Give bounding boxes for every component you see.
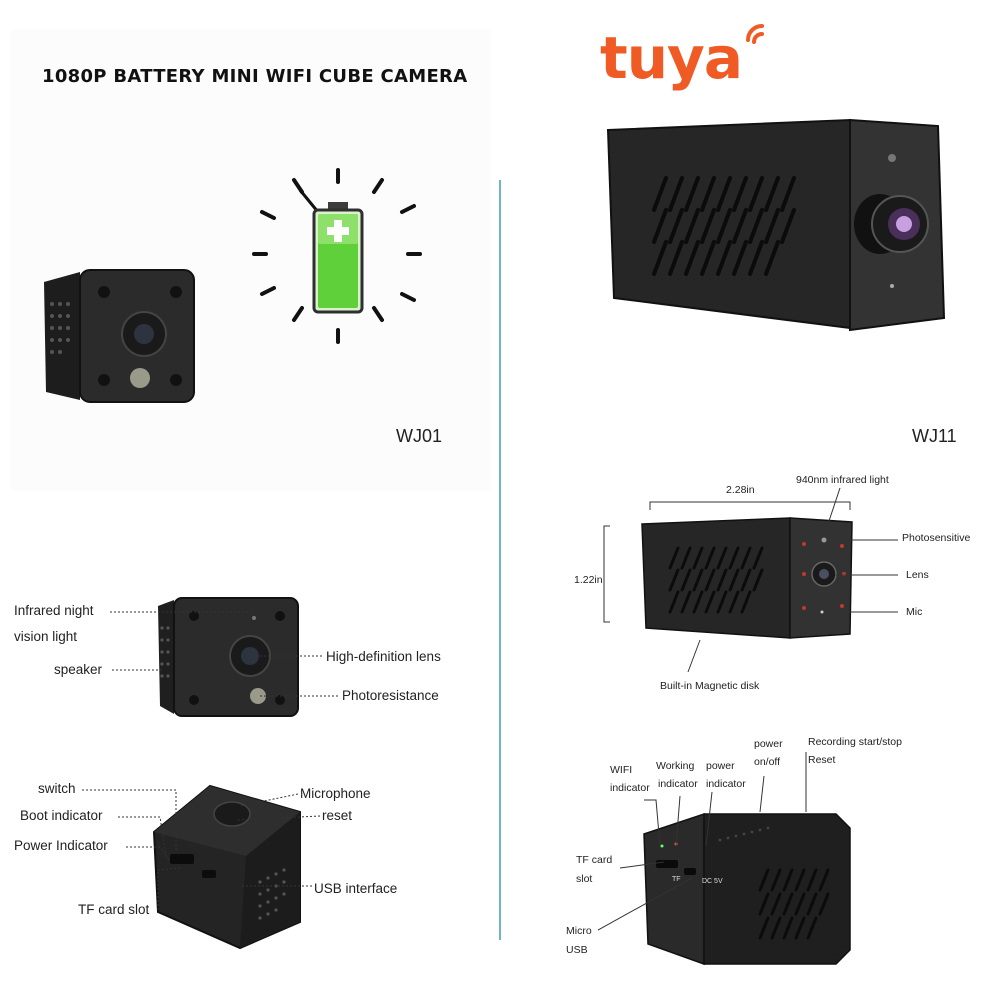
label-width-dimension: 2.28in <box>726 484 755 496</box>
left-panel-background <box>10 30 490 490</box>
label-boot-indicator: Boot indicator <box>20 808 103 823</box>
label-microphone: Microphone <box>300 786 371 801</box>
label-infrared-light: 940nm infrared light <box>796 474 889 486</box>
label-tf-line1: TF card <box>576 854 613 866</box>
label-power-indicator: Power Indicator <box>14 838 108 853</box>
label-tf-card-slot: TF card slot <box>78 902 150 917</box>
label-infrared-line2: vision light <box>14 629 78 644</box>
wj11-camera-image <box>606 118 946 332</box>
wj11-dimension-diagram <box>641 517 853 639</box>
label-speaker: speaker <box>54 662 103 677</box>
model-label-wj01: WJ01 <box>396 426 443 446</box>
label-magnetic-disk: Built-in Magnetic disk <box>660 680 760 692</box>
label-photoresistance: Photoresistance <box>342 688 439 703</box>
label-power-onoff-line1: power <box>754 738 783 750</box>
wj01-camera-image <box>44 269 195 403</box>
wj01-front-diagram <box>158 597 299 717</box>
label-photosensitive: Photosensitive <box>902 532 971 544</box>
label-infrared-line1: Infrared night <box>14 603 94 618</box>
wj11-ports-diagram <box>643 812 851 966</box>
label-recording: Recording start/stop <box>808 736 902 748</box>
label-power-ind-line2: indicator <box>706 778 746 790</box>
label-micro-line1: Micro <box>566 925 592 937</box>
label-wifi-line1: WIFI <box>610 764 633 776</box>
label-usb-interface: USB interface <box>314 881 398 896</box>
label-power-onoff-line2: on/off <box>754 756 781 768</box>
battery-charging-icon <box>252 168 422 344</box>
label-reset: reset <box>322 808 353 823</box>
label-reset-wj11: Reset <box>808 754 836 766</box>
wifi-signal-icon <box>746 24 764 44</box>
port-label-tf: TF <box>672 876 681 883</box>
label-mic: Mic <box>906 606 923 618</box>
label-micro-line2: USB <box>566 944 588 956</box>
port-label-dc: DC 5V <box>702 878 723 885</box>
model-label-wj11: WJ11 <box>912 426 957 446</box>
label-switch: switch <box>38 781 76 796</box>
label-power-ind-line1: power <box>706 760 735 772</box>
label-hd-lens: High-definition lens <box>326 649 441 664</box>
label-wifi-line2: indicator <box>610 782 650 794</box>
label-height-dimension: 1.22in <box>574 574 603 586</box>
tuya-logo: tuya <box>600 24 743 92</box>
label-tf-line2: slot <box>576 873 593 885</box>
page-title: 1080P BATTERY MINI WIFI CUBE CAMERA <box>42 66 468 87</box>
label-working-line1: Working <box>656 760 695 772</box>
label-working-line2: indicator <box>658 778 698 790</box>
label-lens: Lens <box>906 569 929 581</box>
wj01-side-diagram <box>152 784 301 950</box>
panel-divider <box>499 180 501 940</box>
